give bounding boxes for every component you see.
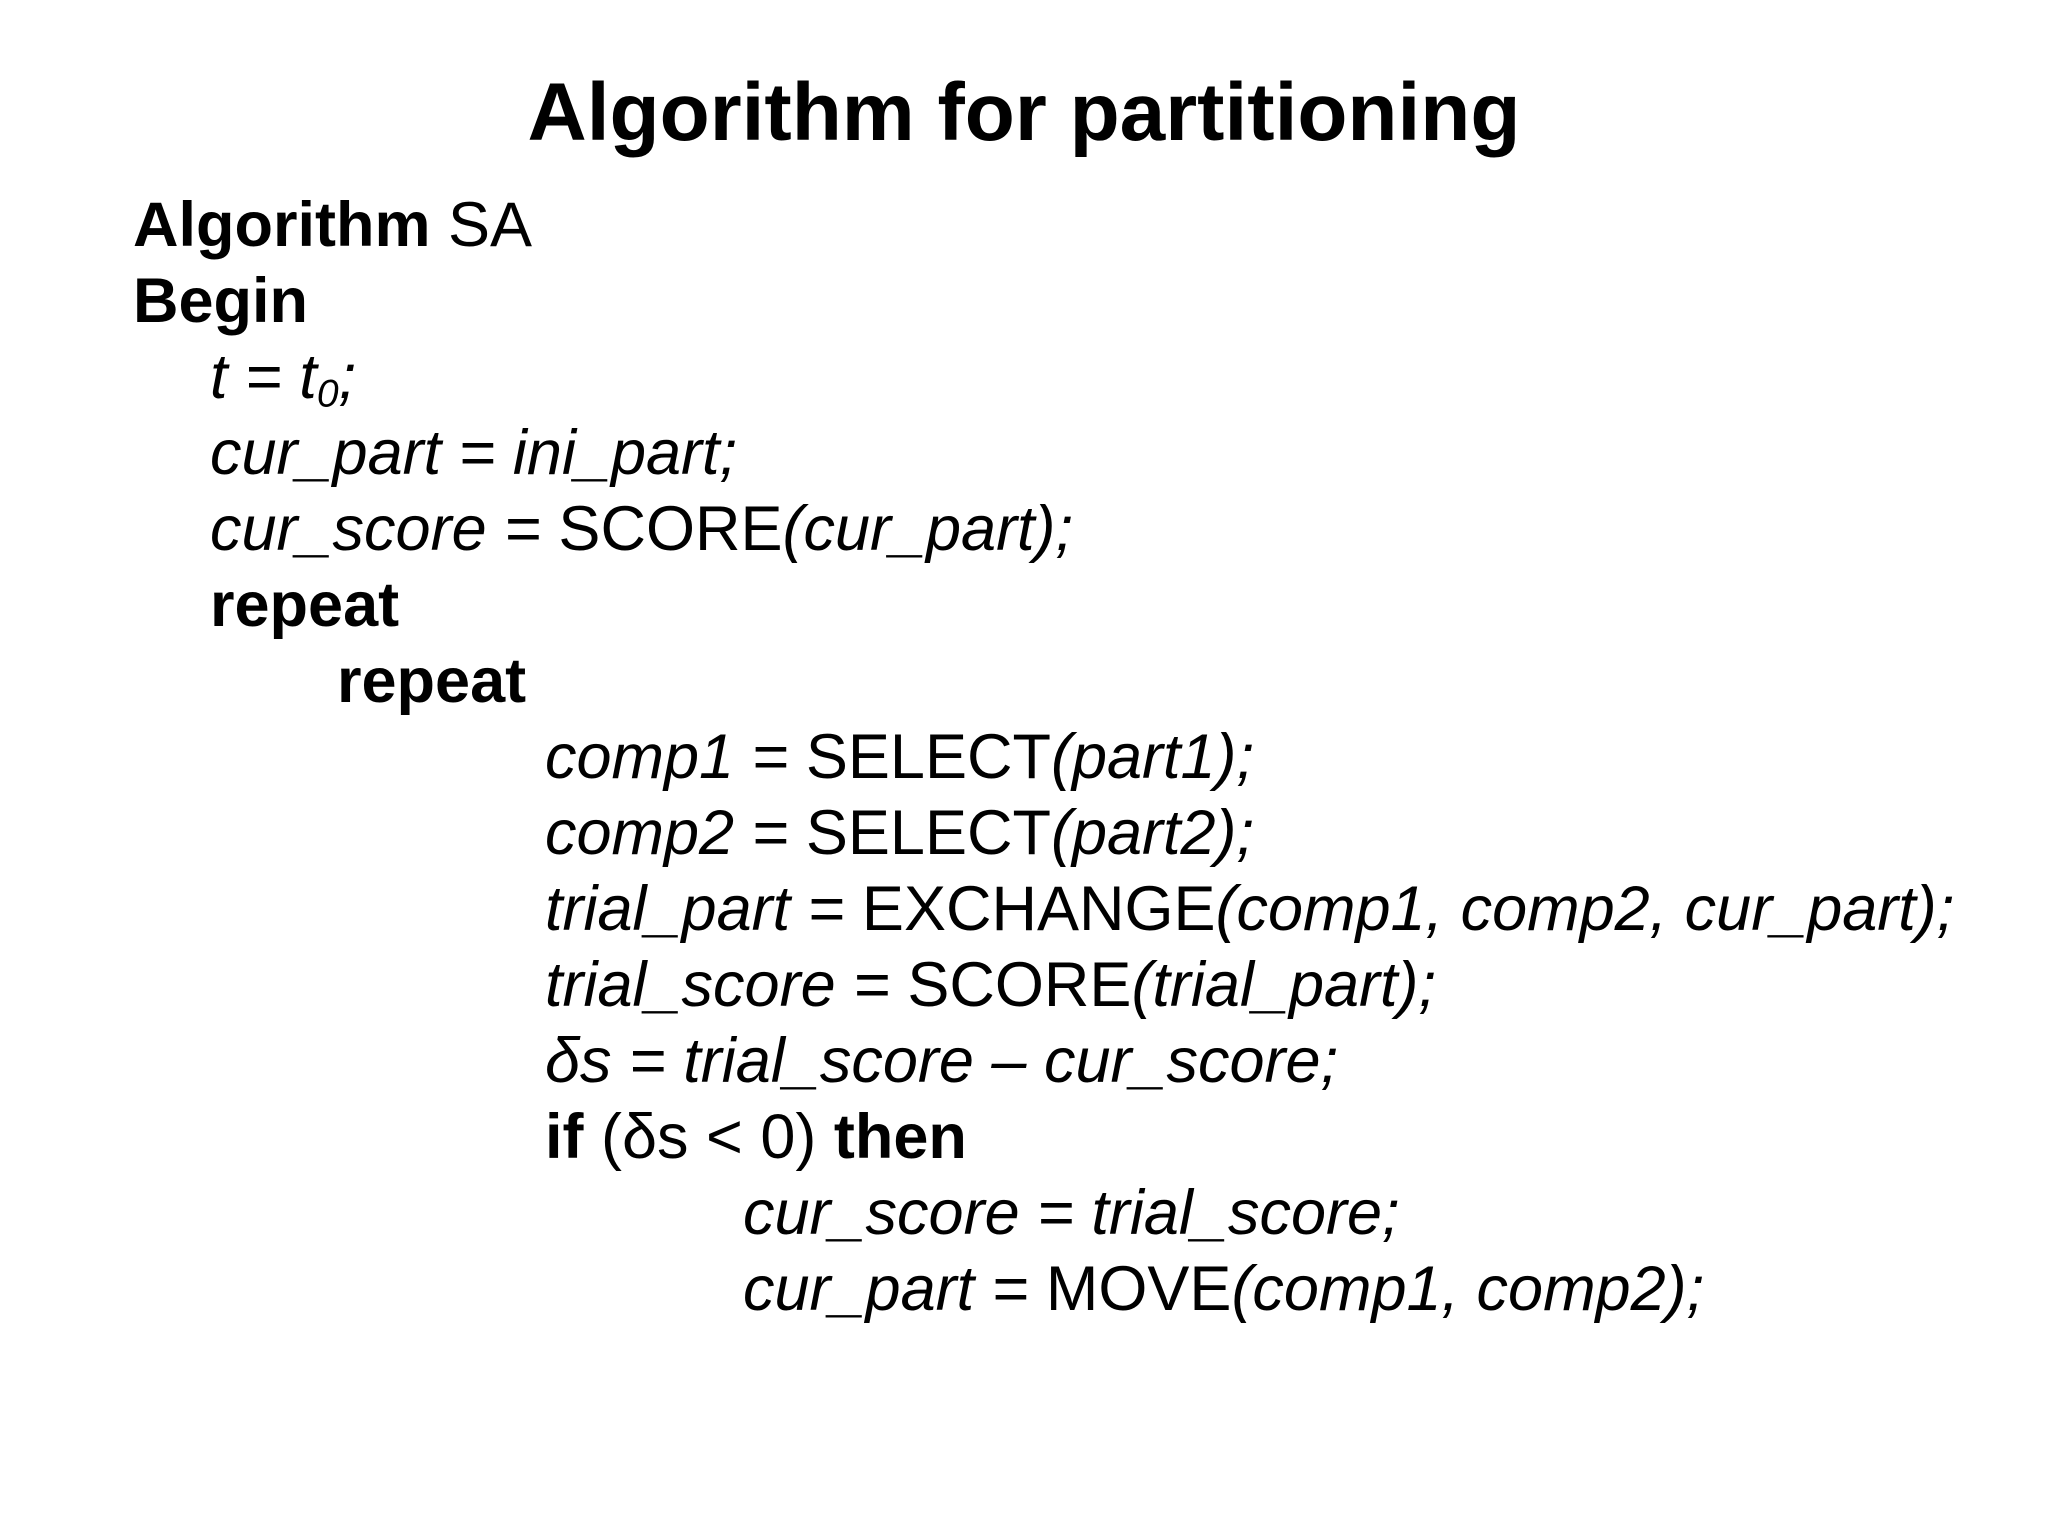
- code-line: t = t0;: [133, 339, 1954, 416]
- code-segment: comp2 =: [545, 798, 806, 868]
- code-segment: MOVE: [1045, 1254, 1232, 1324]
- code-line: cur_part = MOVE(comp1, comp2);: [133, 1251, 1954, 1327]
- code-line: trial_score = SCORE(trial_part);: [133, 947, 1954, 1023]
- code-segment: (part2);: [1050, 798, 1255, 868]
- code-segment: 0: [316, 372, 339, 416]
- code-segment: Begin: [133, 266, 309, 336]
- code-segment: repeat: [210, 570, 400, 640]
- code-segment: t = t: [210, 342, 317, 412]
- code-segment: (trial_part);: [1131, 950, 1437, 1020]
- code-segment: cur_part = ini_part;: [210, 418, 738, 488]
- code-segment: trial_part =: [545, 874, 862, 944]
- code-segment: (comp1, comp2);: [1231, 1254, 1705, 1324]
- code-segment: (part1);: [1050, 722, 1255, 792]
- page-title: Algorithm for partitioning: [527, 67, 1521, 158]
- code-line: cur_part = ini_part;: [133, 415, 1954, 491]
- code-line: repeat: [133, 567, 1954, 643]
- code-line: repeat: [133, 643, 1954, 719]
- code-segment: SELECT: [805, 722, 1051, 792]
- code-segment: SCORE: [558, 494, 783, 564]
- code-segment: (cur_part);: [782, 494, 1074, 564]
- code-segment: SELECT: [805, 798, 1051, 868]
- code-line: comp2 = SELECT(part2);: [133, 795, 1954, 871]
- code-line: cur_score = trial_score;: [133, 1175, 1954, 1251]
- code-segment: Algorithm: [133, 190, 431, 260]
- code-segment: ;: [338, 342, 357, 412]
- code-segment: δs = trial_score – cur_score;: [545, 1026, 1339, 1096]
- code-segment: cur_score = trial_score;: [743, 1178, 1400, 1248]
- code-segment: trial_score =: [545, 950, 908, 1020]
- code-line: trial_part = EXCHANGE(comp1, comp2, cur_…: [133, 871, 1954, 947]
- code-segment: (δs < 0): [583, 1102, 834, 1172]
- code-segment: cur_part =: [743, 1254, 1046, 1324]
- code-segment: comp1 =: [545, 722, 806, 792]
- code-line: Algorithm SA: [133, 187, 1954, 263]
- code-segment: SCORE: [907, 950, 1132, 1020]
- code-line: δs = trial_score – cur_score;: [133, 1023, 1954, 1099]
- code-segment: (comp1, comp2, cur_part);: [1215, 874, 1955, 944]
- code-segment: cur_score =: [210, 494, 559, 564]
- code-segment: then: [833, 1102, 967, 1172]
- code-segment: if: [545, 1102, 584, 1172]
- code-segment: EXCHANGE: [861, 874, 1216, 944]
- code-line: cur_score = SCORE(cur_part);: [133, 491, 1954, 567]
- code-segment: repeat: [337, 646, 527, 716]
- code-line: Begin: [133, 263, 1954, 339]
- code-segment: SA: [430, 190, 533, 260]
- code-line: comp1 = SELECT(part1);: [133, 719, 1954, 795]
- code-line: if (δs < 0) then: [133, 1099, 1954, 1175]
